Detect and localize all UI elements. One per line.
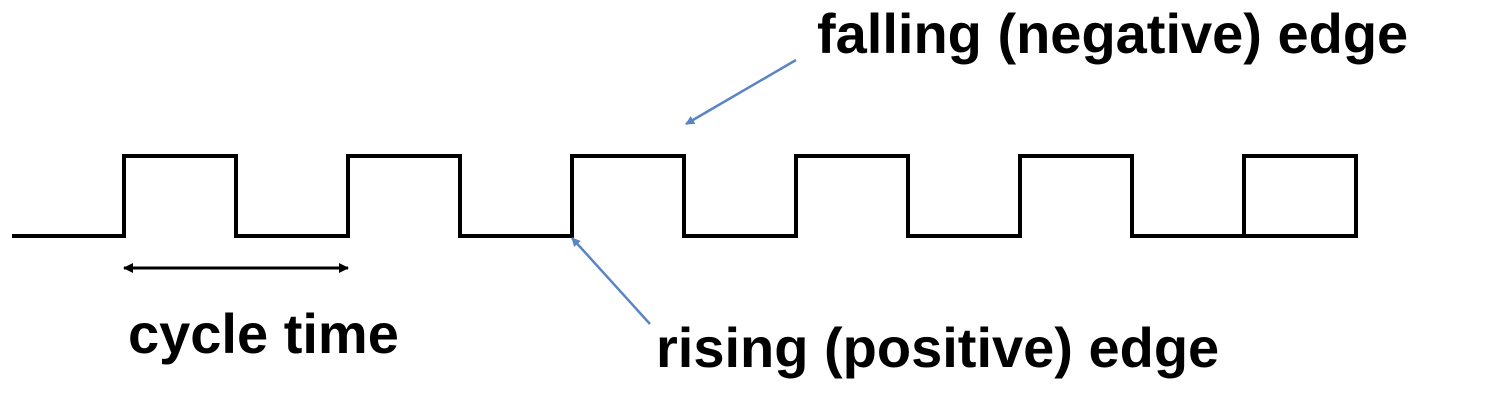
falling-edge-label: falling (negative) edge [817,2,1409,65]
clock-waveform [12,154,1358,238]
clock-signal-path [12,154,1358,238]
rising-edge-label: rising (positive) edge [656,316,1220,379]
rising-edge-pointer-arrow [571,237,651,325]
falling-edge-pointer-arrow [685,58,797,126]
cycle-time-label: cycle time [128,302,399,365]
